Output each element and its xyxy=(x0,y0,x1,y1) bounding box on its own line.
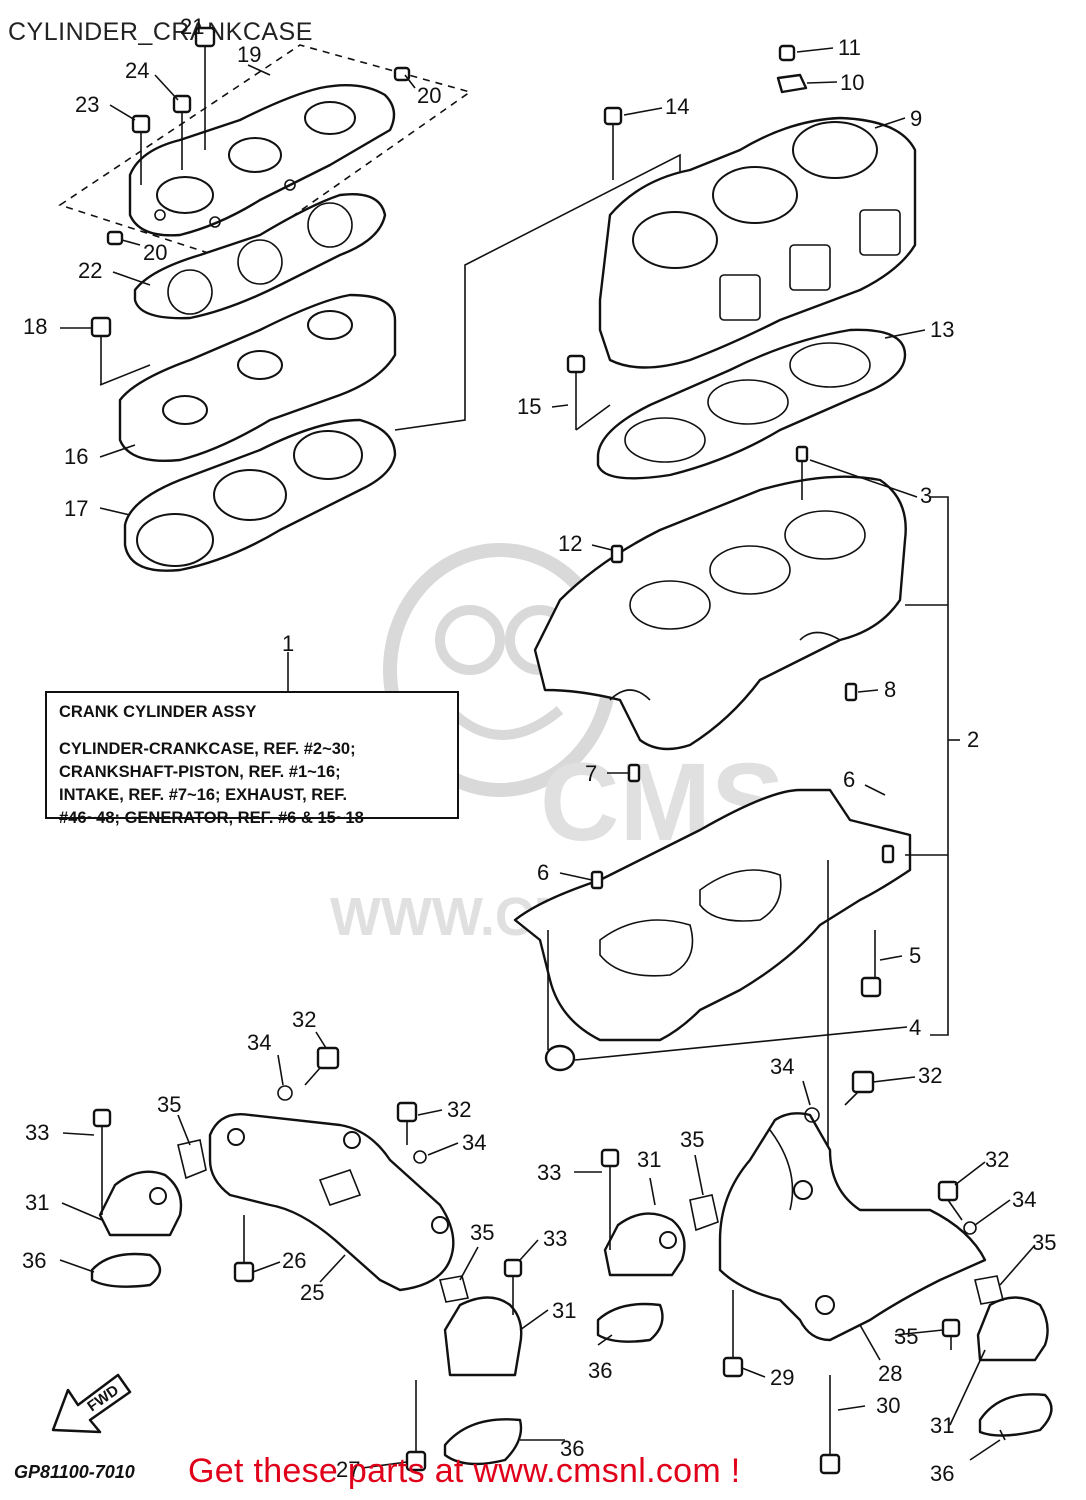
callout-27: 27 xyxy=(336,1457,360,1482)
callout-34: 34 xyxy=(1012,1187,1036,1212)
callout-36: 36 xyxy=(930,1461,954,1486)
callout-32: 32 xyxy=(918,1063,942,1088)
callout-29: 29 xyxy=(770,1365,794,1390)
callout-25: 25 xyxy=(300,1280,324,1305)
callout-33: 33 xyxy=(25,1120,49,1145)
lower-crankcase-group xyxy=(513,788,912,1305)
callout-20: 20 xyxy=(417,83,441,108)
callout-28: 28 xyxy=(878,1361,902,1386)
note-line: CYLINDER-CRANKCASE, REF. #2~30; xyxy=(59,740,356,758)
callout-26: 26 xyxy=(282,1248,306,1273)
callout-15: 15 xyxy=(517,394,541,419)
callout-30: 30 xyxy=(876,1393,900,1418)
callout-36: 36 xyxy=(560,1436,584,1461)
forward-arrow-icon: FWD xyxy=(51,1373,132,1434)
callout-31: 31 xyxy=(930,1413,954,1438)
left-engine-mount-group xyxy=(90,1046,664,1472)
callout-21: 21 xyxy=(180,14,204,39)
callout-31: 31 xyxy=(552,1298,576,1323)
callout-3: 3 xyxy=(920,483,932,508)
callout-22: 22 xyxy=(78,258,102,283)
callout-14: 14 xyxy=(665,94,689,119)
callout-18: 18 xyxy=(23,314,47,339)
callout-4: 4 xyxy=(909,1015,921,1040)
callout-31: 31 xyxy=(637,1147,661,1172)
callout-35: 35 xyxy=(157,1092,181,1117)
callout-35: 35 xyxy=(1032,1230,1056,1255)
note-line: #46~48; GENERATOR, REF. #6 & 15~18 xyxy=(59,809,364,827)
parts-link[interactable]: Get these parts at www.cmsnl.com ! xyxy=(188,1452,741,1490)
upper-crankcase-group xyxy=(533,445,907,783)
callout-5: 5 xyxy=(909,943,921,968)
callout-9: 9 xyxy=(910,106,922,131)
callout-8: 8 xyxy=(884,677,896,702)
callout-19: 19 xyxy=(237,42,261,67)
cylinder-block-group xyxy=(566,44,917,480)
diagram-code: GP81100-7010 xyxy=(14,1462,135,1482)
callout-34: 34 xyxy=(770,1054,794,1079)
callout-20: 20 xyxy=(143,240,167,265)
callout-6: 6 xyxy=(537,860,549,885)
callout-2: 2 xyxy=(967,727,979,752)
callout-11: 11 xyxy=(838,35,861,60)
callout-35: 35 xyxy=(470,1220,494,1245)
callout-7: 7 xyxy=(585,761,597,786)
callout-23: 23 xyxy=(75,92,99,117)
callout-6: 6 xyxy=(843,767,855,792)
callout-32: 32 xyxy=(447,1097,471,1122)
callout-16: 16 xyxy=(64,444,88,469)
note-line: CRANKSHAFT-PISTON, REF. #1~16; xyxy=(59,763,341,781)
callout-36: 36 xyxy=(588,1358,612,1383)
right-engine-mount-group xyxy=(600,1070,1053,1475)
note-line: INTAKE, REF. #7~16; EXHAUST, REF. xyxy=(59,786,348,804)
callout-labels: 21 19 24 20 23 20 22 18 16 17 11 10 14 9… xyxy=(22,14,1056,1486)
callout-33: 33 xyxy=(537,1160,561,1185)
head-cover-group xyxy=(58,26,681,572)
page-title: CYLINDER_CRANKCASE xyxy=(8,18,313,46)
callout-12: 12 xyxy=(558,531,582,556)
callout-17: 17 xyxy=(64,496,88,521)
callout-35: 35 xyxy=(680,1127,704,1152)
callout-24: 24 xyxy=(125,58,149,83)
callout-32: 32 xyxy=(292,1007,316,1032)
callout-13: 13 xyxy=(930,317,954,342)
note-title: CRANK CYLINDER ASSY xyxy=(59,703,257,721)
callout-33: 33 xyxy=(543,1226,567,1251)
callout-1: 1 xyxy=(282,631,294,656)
assembly-note-box: CRANK CYLINDER ASSY CYLINDER-CRANKCASE, … xyxy=(45,691,459,827)
callout-34: 34 xyxy=(247,1030,271,1055)
callout-35: 35 xyxy=(894,1324,918,1349)
callout-10: 10 xyxy=(840,70,864,95)
leader-lines xyxy=(59,47,1036,1469)
callout-36: 36 xyxy=(22,1248,46,1273)
callout-34: 34 xyxy=(462,1130,486,1155)
callout-32: 32 xyxy=(985,1147,1009,1172)
callout-31: 31 xyxy=(25,1190,49,1215)
